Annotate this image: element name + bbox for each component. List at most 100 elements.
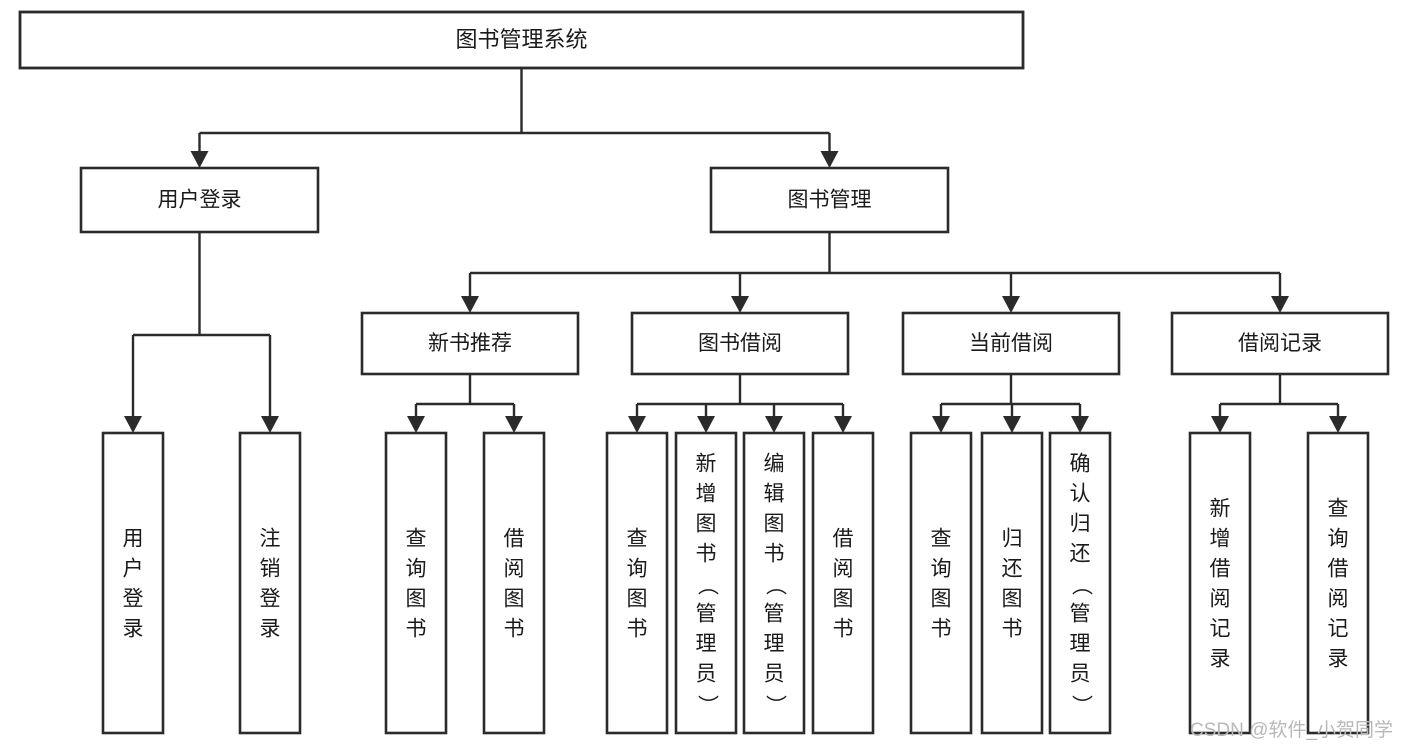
arrow-head-icon — [407, 416, 425, 433]
node-label-leaf-return-book-char-0: 归 — [1002, 528, 1023, 551]
node-label-leaf-query-book-3-char-3: 书 — [931, 618, 952, 641]
node-label-leaf-borrow-book-2-char-1: 阅 — [833, 558, 854, 581]
node-label-book-borrow: 图书借阅 — [698, 332, 782, 355]
node-label-leaf-logout-char-1: 销 — [260, 558, 281, 581]
node-label-leaf-add-book-char-0: 新 — [696, 453, 717, 476]
node-box-leaf-query-book-3 — [909, 431, 973, 735]
arrow-head-icon — [261, 416, 279, 433]
node-label-leaf-user-login-char-1: 户 — [123, 558, 144, 581]
node-label-leaf-query-book-1-char-2: 图 — [406, 588, 427, 611]
node-label-leaf-query-book-2-char-2: 图 — [627, 588, 648, 611]
node-label-leaf-confirm-return-char-7: 员 — [1070, 663, 1091, 686]
node-label-leaf-confirm-return-char-1: 认 — [1070, 483, 1091, 506]
node-label-leaf-query-book-2-char-0: 查 — [627, 528, 648, 551]
arrow-head-icon — [461, 296, 479, 313]
node-label-leaf-query-book-1-char-3: 书 — [406, 618, 427, 641]
node-label-leaf-edit-book-char-5: 管 — [764, 603, 785, 626]
node-box-leaf-add-record — [1188, 431, 1252, 735]
node-label-borrow-record: 借阅记录 — [1238, 332, 1322, 355]
connector-layer — [124, 68, 1347, 433]
edge-borrowrecord-to-leaves — [1211, 374, 1347, 433]
node-box-leaf-query-book-2 — [605, 431, 669, 735]
node-label-leaf-return-book-char-3: 书 — [1002, 618, 1023, 641]
node-box-current-borrow — [901, 311, 1121, 376]
arrow-head-icon — [1003, 416, 1021, 433]
node-box-leaf-user-login — [101, 431, 165, 735]
node-label-leaf-query-record-char-1: 询 — [1328, 528, 1349, 551]
node-label-leaf-edit-book-char-0: 编 — [764, 453, 785, 476]
node-label-leaf-query-record-char-5: 录 — [1328, 648, 1349, 671]
node-book-manage[interactable]: 图书管理 — [709, 166, 950, 234]
node-label-leaf-add-record-char-0: 新 — [1210, 498, 1231, 521]
arrow-head-icon — [697, 416, 715, 433]
node-label-leaf-user-login-char-0: 用 — [123, 528, 144, 551]
node-current-borrow[interactable]: 当前借阅 — [901, 311, 1121, 376]
node-label-leaf-query-book-1-char-0: 查 — [406, 528, 427, 551]
node-label-leaf-borrow-book-1-char-3: 书 — [504, 618, 525, 641]
node-label-leaf-query-book-2-char-3: 书 — [627, 618, 648, 641]
watermark-label: CSDN @软件_小贺同学 — [1190, 719, 1393, 741]
node-borrow-record[interactable]: 借阅记录 — [1170, 311, 1390, 376]
arrow-head-icon — [834, 416, 852, 433]
node-label-leaf-query-record-char-2: 借 — [1328, 558, 1349, 581]
node-new-book-rec[interactable]: 新书推荐 — [360, 311, 580, 376]
edge-newbookrec-to-leaves — [407, 374, 523, 433]
node-leaf-user-login[interactable]: 用户登录 — [101, 431, 165, 735]
node-label-leaf-query-record-char-0: 查 — [1328, 498, 1349, 521]
arrow-head-icon — [1329, 416, 1347, 433]
node-root[interactable]: 图书管理系统 — [18, 10, 1025, 70]
node-label-leaf-query-book-3-char-2: 图 — [931, 588, 952, 611]
node-label-leaf-return-book-char-1: 还 — [1002, 558, 1023, 581]
node-box-leaf-query-book-1 — [384, 431, 448, 735]
node-label-leaf-logout-char-2: 登 — [260, 588, 281, 611]
arrow-head-icon — [505, 416, 523, 433]
edge-root-to-level2 — [190, 68, 839, 168]
edge-bookmanage-to-level3 — [461, 232, 1289, 313]
node-label-leaf-borrow-book-1-char-2: 图 — [504, 588, 525, 611]
node-label-leaf-confirm-return-char-8: ） — [1069, 695, 1092, 716]
edge-currentborrow-to-leaves — [932, 374, 1089, 433]
node-label-leaf-add-book-char-2: 图 — [696, 513, 717, 536]
node-label-leaf-add-book-char-8: ） — [695, 695, 718, 716]
node-box-leaf-return-book — [980, 431, 1044, 735]
node-label-leaf-confirm-return-char-2: 归 — [1070, 513, 1091, 536]
node-label-leaf-confirm-return-char-0: 确 — [1070, 453, 1091, 476]
node-label-user-login: 用户登录 — [158, 189, 242, 212]
node-label-leaf-borrow-book-2-char-3: 书 — [833, 618, 854, 641]
node-label-leaf-add-record-char-4: 记 — [1210, 618, 1231, 641]
node-box-borrow-record — [1170, 311, 1390, 376]
arrow-head-icon — [190, 151, 209, 168]
arrow-head-icon — [765, 416, 783, 433]
node-user-login[interactable]: 用户登录 — [79, 166, 320, 234]
arrow-head-icon — [1271, 296, 1289, 313]
node-label-leaf-add-book-char-6: 理 — [696, 633, 717, 656]
node-label-current-borrow: 当前借阅 — [969, 332, 1053, 355]
node-label-leaf-confirm-return-char-5: 管 — [1070, 603, 1091, 626]
node-label-leaf-edit-book-char-4: （ — [763, 575, 786, 596]
node-box-leaf-query-record — [1306, 431, 1370, 735]
node-label-leaf-add-record-char-3: 阅 — [1210, 588, 1231, 611]
node-label-leaf-query-book-3-char-1: 询 — [931, 558, 952, 581]
node-label-leaf-add-record-char-5: 录 — [1210, 648, 1231, 671]
edge-userlogin-to-leaves — [124, 232, 279, 433]
edge-bookborrow-to-leaves — [628, 374, 852, 433]
node-label-root: 图书管理系统 — [455, 27, 587, 52]
node-label-leaf-borrow-book-2-char-0: 借 — [833, 528, 854, 551]
node-label-leaf-edit-book-char-2: 图 — [764, 513, 785, 536]
node-label-leaf-confirm-return-char-3: 还 — [1070, 543, 1091, 566]
node-label-leaf-add-book-char-4: （ — [695, 575, 718, 596]
arrow-head-icon — [731, 296, 749, 313]
node-book-borrow[interactable]: 图书借阅 — [630, 311, 850, 376]
